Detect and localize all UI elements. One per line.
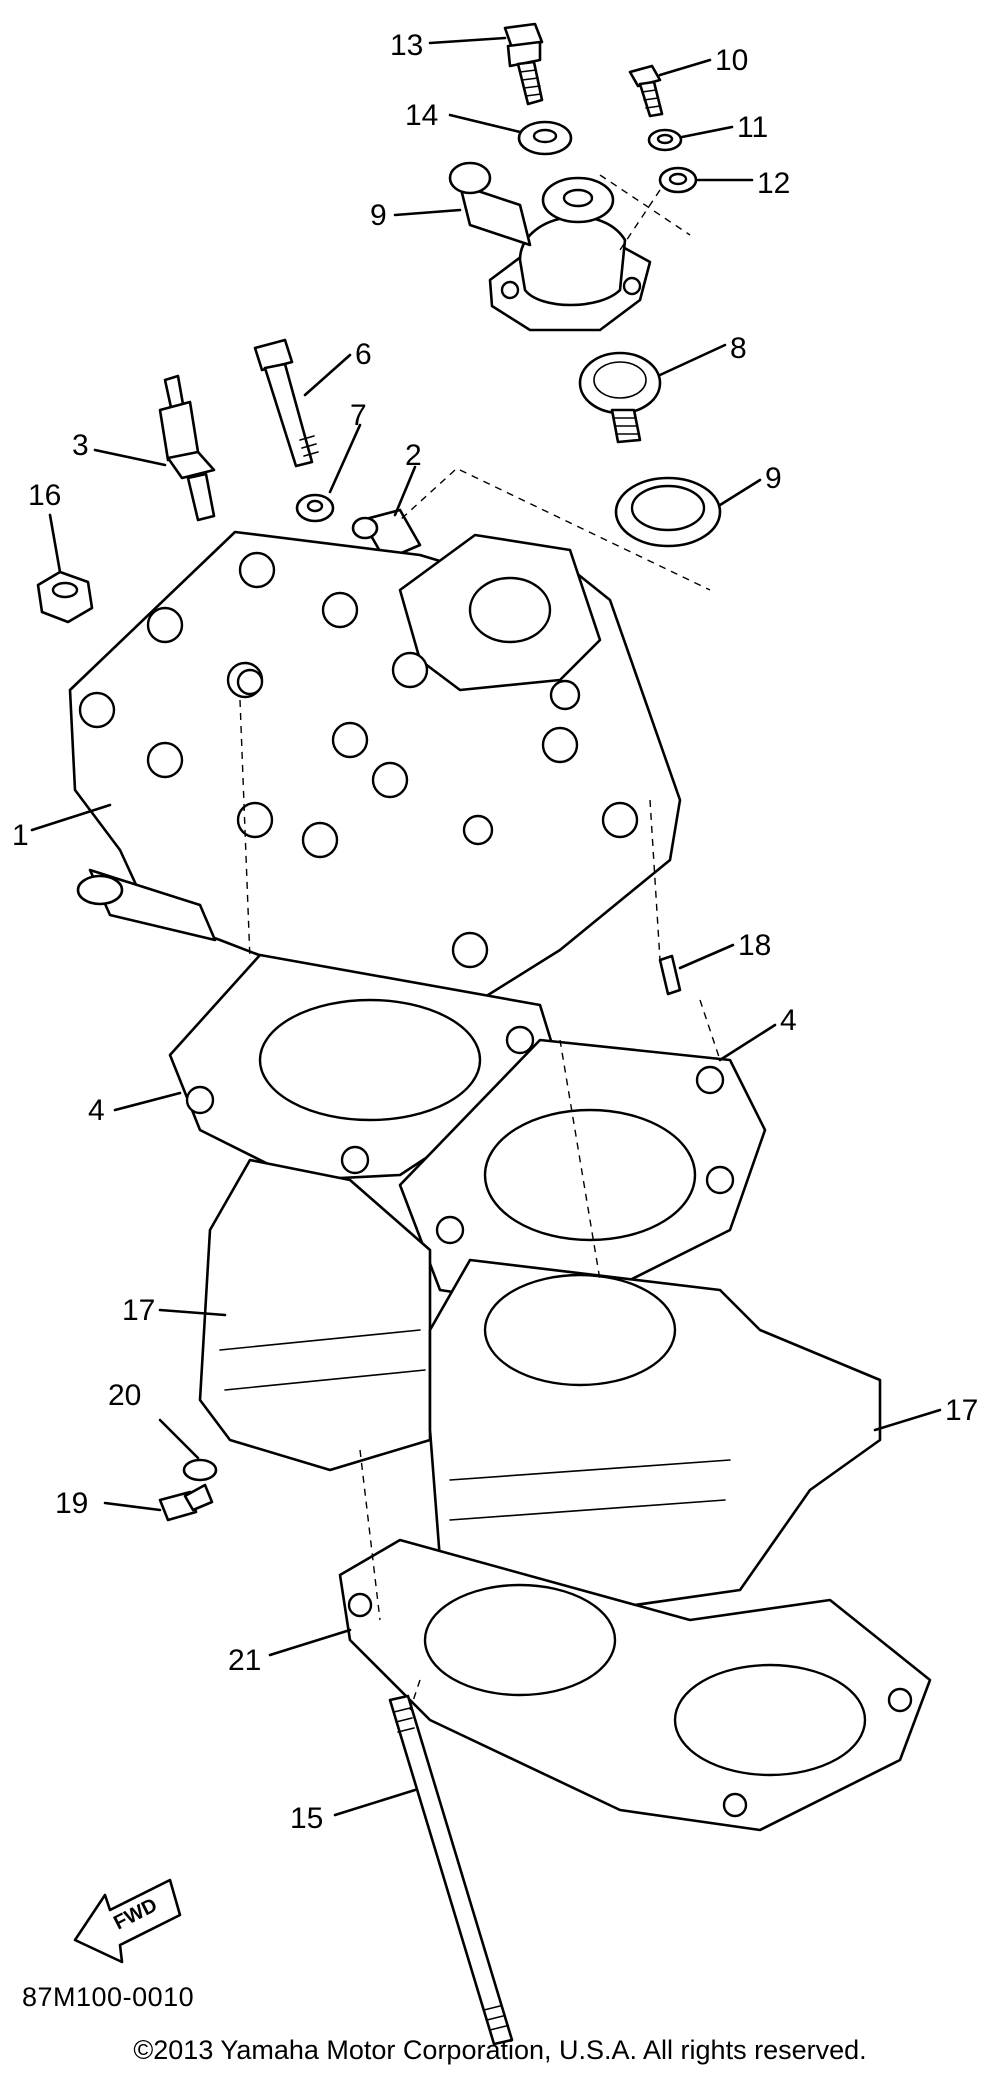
part-17-cylinder-right	[428, 1258, 882, 1612]
callout-3: 3	[72, 429, 89, 462]
callout-1: 1	[12, 819, 29, 852]
assembly-guide-lines	[239, 469, 721, 1711]
callout-18: 18	[738, 929, 771, 962]
callout-14: 14	[405, 99, 438, 132]
callout-11: 11	[737, 111, 768, 144]
part-5-bolt	[253, 338, 319, 468]
part-17-cylinder-left	[198, 1158, 432, 1472]
callout-6: 7	[350, 399, 367, 432]
part-18-dowel	[658, 954, 682, 996]
part-3-sensor	[158, 374, 216, 522]
callout-19: 19	[55, 1487, 88, 1520]
callout-17-left: 17	[122, 1294, 155, 1327]
callout-16: 16	[28, 479, 61, 512]
callout-20: 20	[108, 1379, 141, 1412]
callout-12: 12	[757, 167, 790, 200]
callout-5: 6	[355, 338, 372, 371]
part-13-bolt	[503, 22, 544, 106]
callout-8: 9	[765, 462, 782, 495]
diagram-code: 87M100-0010	[22, 1982, 195, 2012]
callout-7: 8	[730, 332, 747, 365]
callout-4-right: 4	[780, 1004, 797, 1037]
callout-10: 10	[715, 44, 748, 77]
part-7-thermostat	[578, 351, 662, 444]
leader-lines	[30, 36, 942, 1817]
part-16-nut	[36, 570, 94, 624]
callout-13: 13	[390, 29, 423, 62]
part-14-washer	[517, 120, 573, 156]
part-12-washer	[658, 166, 698, 194]
callout-9: 9	[370, 199, 387, 232]
part-20-washer	[182, 1458, 218, 1482]
part-19-bolt	[158, 1483, 214, 1522]
callout-labels: 13 14 9 10 11 12 6 8 9 7 2 3 16 1 18 4 4…	[12, 29, 978, 1835]
part-15-stud	[388, 1694, 514, 2046]
fwd-arrow-icon: FWD	[73, 1878, 182, 1964]
part-11-spring-washer	[647, 128, 683, 152]
part-9-thermostat-cover	[448, 161, 691, 332]
part-2-joint	[351, 508, 422, 562]
part-1-cylinder-head	[68, 530, 682, 1002]
part-21-base-gasket	[338, 1538, 932, 1832]
callout-4-left: 4	[88, 1094, 105, 1127]
part-6-washer	[295, 493, 335, 523]
callout-21: 21	[228, 1644, 261, 1677]
copyright-notice: ©2013 Yamaha Motor Corporation, U.S.A. A…	[133, 2035, 867, 2065]
part-10-bolt	[628, 64, 664, 118]
callout-17-right: 17	[945, 1394, 978, 1427]
callout-15: 15	[290, 1802, 323, 1835]
part-8-seal	[614, 476, 722, 548]
callout-2: 2	[405, 439, 422, 472]
